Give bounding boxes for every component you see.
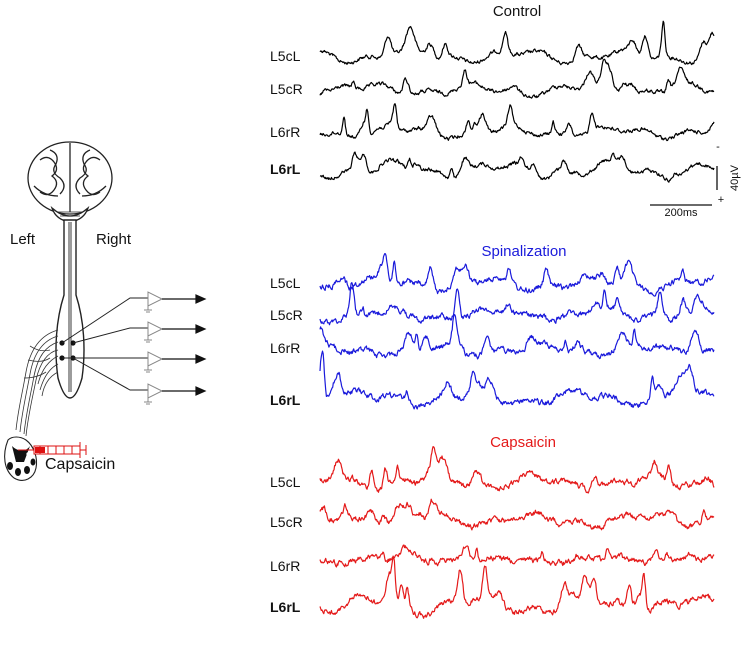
trace-line-spinalization-l5cl (319, 253, 715, 297)
trace-label: L6rR (270, 124, 300, 140)
amplitude-minus-sign: - (716, 141, 720, 153)
trace-label: L5cR (270, 307, 303, 323)
trace-group-control (319, 20, 715, 183)
time-scale-label: 200ms (664, 207, 698, 219)
trace-label: L6rL (270, 161, 301, 177)
side-left-label: Left (10, 231, 36, 248)
trace-line-capsaicin-l6rl (319, 555, 715, 619)
amplitude-scale-label: 40µV (729, 164, 741, 191)
trace-line-control-l6rr (319, 103, 715, 142)
trace-label: L6rR (270, 340, 300, 356)
scale-bar: 200ms 40µV - + (650, 141, 741, 219)
trace-line-spinalization-l5cr (319, 282, 715, 326)
trace-label: L5cL (270, 48, 301, 64)
trace-line-spinalization-l6rr (319, 314, 715, 360)
amplitude-plus-sign: + (718, 194, 724, 206)
trace-group-capsaicin (319, 446, 715, 619)
stimulus-label: Capsaicin (45, 456, 115, 473)
recording-wires (61, 297, 148, 391)
trace-line-spinalization-l6rl (319, 350, 715, 410)
panel-title-control: Control (493, 3, 541, 20)
brain-icon (27, 141, 113, 223)
trace-line-capsaicin-l6rr (319, 544, 715, 568)
panel-title-capsaicin: Capsaicin (490, 434, 556, 451)
trace-label: L6rL (270, 599, 301, 615)
trace-line-control-l5cr (319, 58, 715, 99)
spinal-cord-diagram: Left Right Capsaicin (4, 141, 207, 481)
trace-label: L6rL (270, 392, 301, 408)
amplifier-icons (144, 291, 164, 405)
output-arrows (162, 294, 207, 396)
panel-spinalization: Spinalization L5cL L5cR L6rR L6rL (270, 243, 715, 410)
panel-control: Control L5cL L5cR L6rR L6rL (270, 3, 715, 183)
side-right-label: Right (96, 231, 132, 248)
trace-label: L5cL (270, 474, 301, 490)
nerve-roots (15, 329, 59, 437)
paw-icon (4, 436, 38, 481)
trace-label: L5cL (270, 275, 301, 291)
trace-line-control-l5cl (319, 20, 715, 66)
spinal-cord (55, 219, 85, 399)
trace-group-spinalization (319, 253, 715, 410)
trace-line-control-l6rl (319, 151, 715, 183)
trace-label: L6rR (270, 558, 300, 574)
trace-line-capsaicin-l5cr (319, 498, 715, 531)
trace-line-capsaicin-l5cl (319, 446, 715, 494)
syringe-icon (18, 442, 87, 458)
trace-label: L5cR (270, 514, 303, 530)
panel-title-spinalization: Spinalization (481, 243, 566, 260)
panel-capsaicin: Capsaicin L5cL L5cR L6rR L6rL (270, 434, 715, 619)
trace-label: L5cR (270, 81, 303, 97)
